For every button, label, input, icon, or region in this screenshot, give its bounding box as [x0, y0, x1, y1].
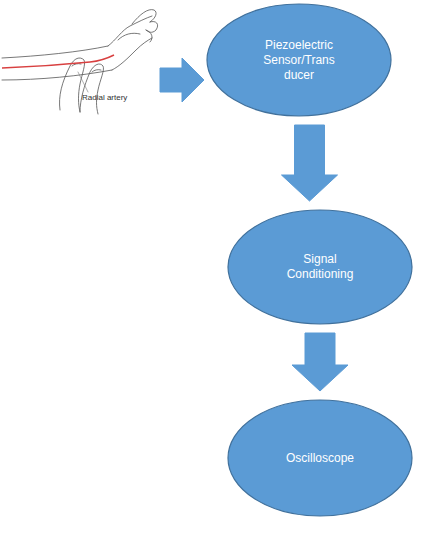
block-arrow [292, 333, 348, 391]
process-ellipse: Piezoelectric Sensor/Transducer [206, 3, 392, 117]
node-text: Piezoelectric Sensor/Transducer [263, 38, 335, 83]
block-arrow [282, 125, 338, 201]
ellipse-shape [228, 210, 412, 324]
finger-outline [80, 64, 103, 114]
block-arrow [160, 58, 204, 102]
node-text: Oscilloscope [286, 451, 354, 466]
radial-artery [2, 55, 114, 68]
node-text: Signal Conditioning [284, 252, 356, 282]
hand-outline [112, 38, 152, 70]
process-ellipse: Signal Conditioning [227, 209, 413, 325]
finger-outline [146, 30, 152, 42]
leader-line [78, 72, 88, 92]
ellipse-shape [228, 400, 412, 516]
part-label: Radial artery [82, 93, 127, 102]
process-ellipse: Oscilloscope [227, 399, 413, 517]
thumb-outline [118, 33, 140, 40]
forearm-outline [2, 70, 112, 80]
forearm-outline [2, 46, 108, 58]
fingernail [92, 70, 101, 72]
ellipse-shape [207, 4, 391, 116]
